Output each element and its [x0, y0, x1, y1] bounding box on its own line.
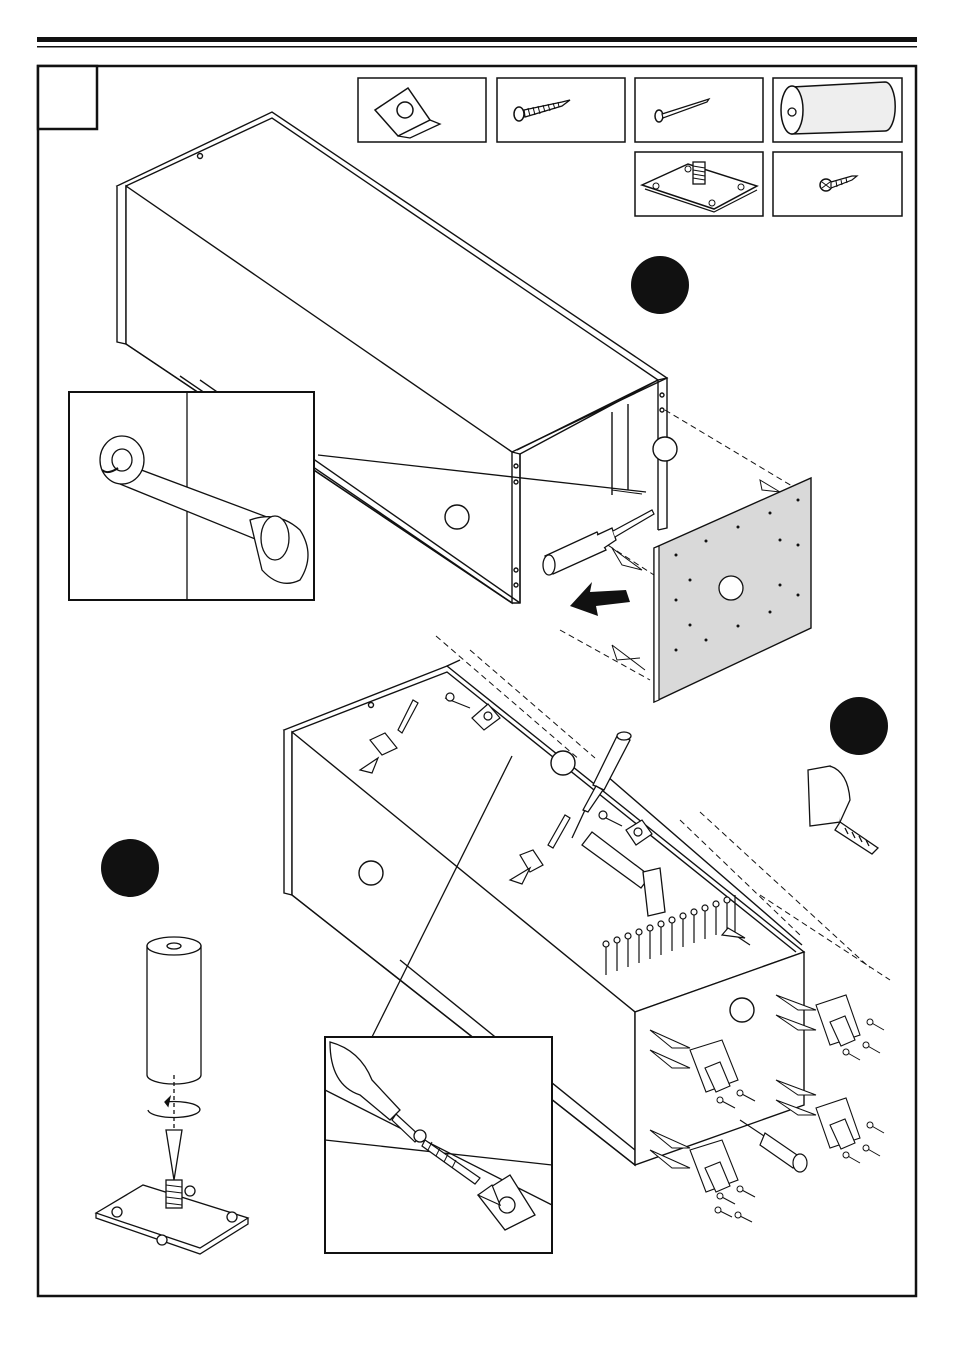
short-screw-icon: [772, 151, 903, 217]
screwdriver-small-icon: [739, 1119, 808, 1173]
screwdriver-vertical-icon: [571, 731, 632, 839]
callout-line-bottom: [371, 755, 513, 1038]
screw-arrows: [649, 994, 817, 1169]
step-number-box: [36, 64, 99, 131]
hammer-icon: [581, 831, 666, 917]
tape-measure-icon: [807, 765, 880, 855]
leg-mounting-plate-icon: [634, 151, 764, 217]
nail-icon: [634, 77, 764, 143]
header-rule: [37, 37, 917, 48]
leg-screw-in-detail: [94, 936, 250, 1255]
long-wood-screw-icon: [496, 77, 626, 143]
cabinet-back-panel-assembly: [115, 111, 678, 605]
corner-bracket-icon: [357, 77, 487, 143]
step-marker-b: [830, 697, 888, 755]
alignment-lines-bottom: [435, 635, 891, 981]
step-marker-a: [631, 256, 689, 314]
alignment-lines-top: [559, 409, 793, 681]
corner-bracket-detail-inset: [324, 1036, 553, 1254]
nails-row: [602, 895, 751, 975]
parts-legend: [357, 77, 903, 217]
callout-line-top: [317, 454, 647, 493]
plate-screws: [714, 1018, 885, 1223]
step-marker-c: [101, 839, 159, 897]
push-arrow-icon: [570, 582, 630, 616]
page-frame: [36, 64, 918, 1298]
leg-plates-assembly: [689, 994, 861, 1193]
cylinder-leg-icon: [772, 77, 903, 143]
screwdriver-detail-inset: [68, 391, 315, 601]
screwdriver-icon: [542, 489, 655, 576]
back-panel: [653, 476, 812, 704]
inner-brackets: [358, 692, 653, 885]
